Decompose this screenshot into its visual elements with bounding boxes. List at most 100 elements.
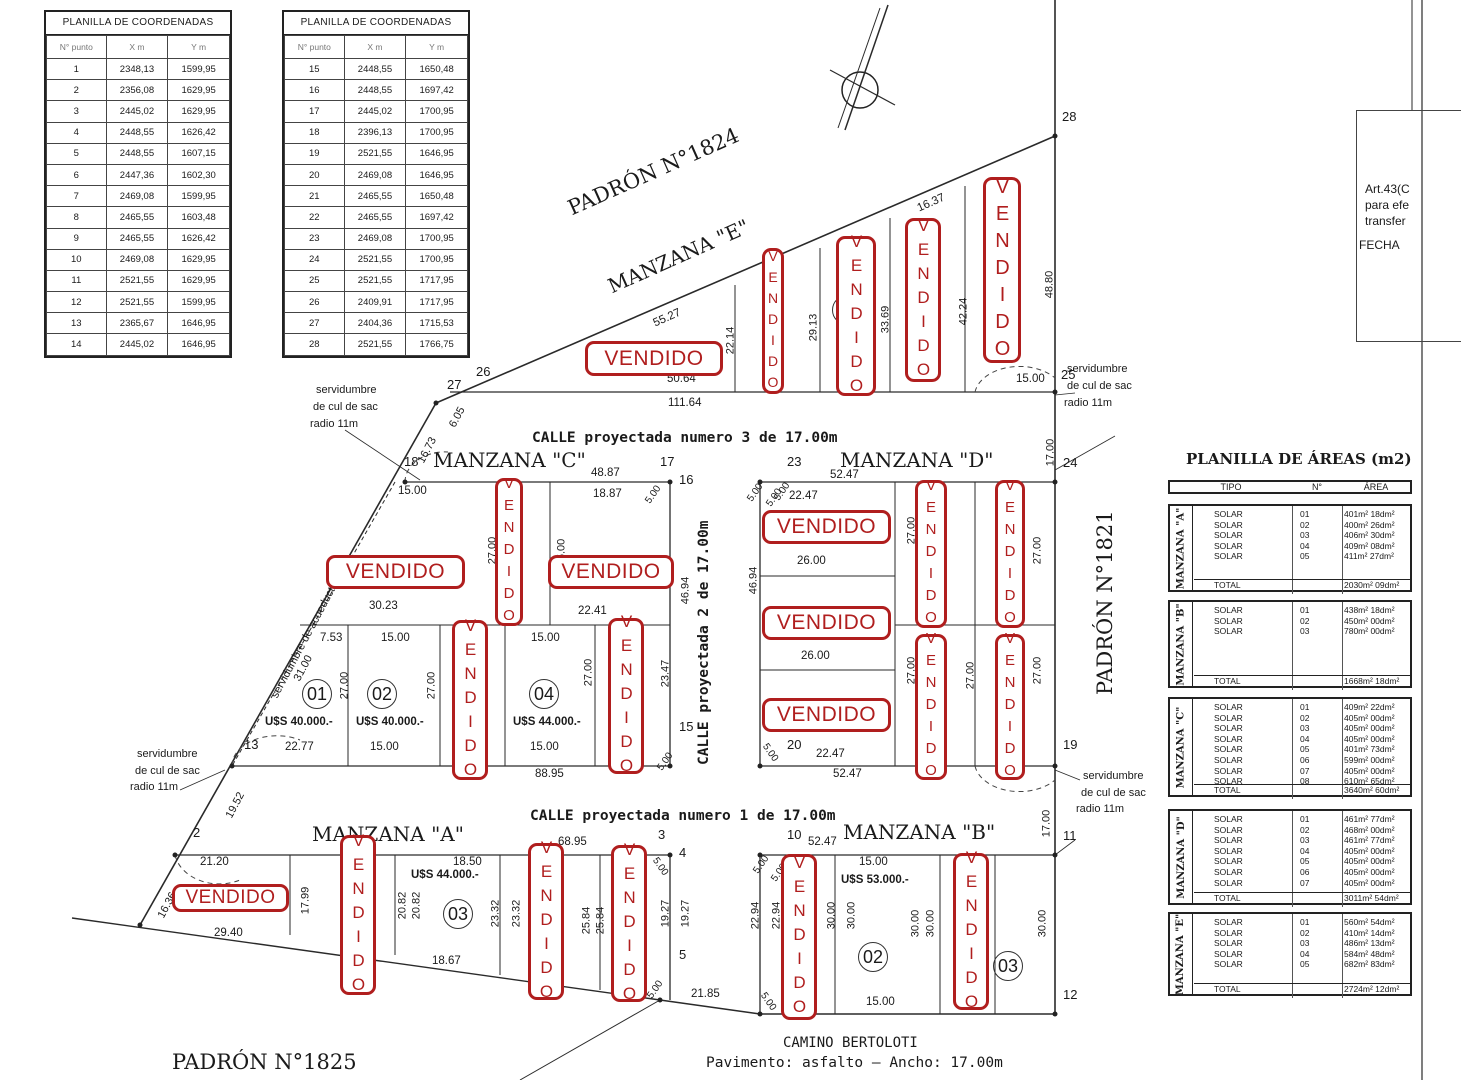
table-cell: 2445,02 — [105, 100, 169, 123]
col-header: ÁREA — [1363, 482, 1389, 492]
areas-total-label: TOTAL — [1214, 580, 1241, 590]
table-cell: SOLAR — [1214, 917, 1243, 927]
dimension-label: 27.00 — [338, 671, 351, 700]
table-cell: 2396,13 — [343, 121, 407, 144]
dimension-label: 21.20 — [200, 856, 229, 868]
lot-number: 01 — [302, 679, 332, 709]
table-cell: 06 — [1300, 867, 1310, 877]
table-cell: 405m² 00dm² — [1344, 845, 1395, 856]
table-cell: 1629,95 — [167, 248, 230, 271]
table-cell: SOLAR — [1214, 765, 1243, 776]
table-cell: 04 — [1300, 540, 1310, 551]
table-cell: 02 — [1300, 927, 1310, 938]
table-cell: 03 — [1300, 530, 1310, 541]
lot-number: 02 — [367, 679, 397, 709]
servidumbre-note: de cul de sac — [135, 765, 200, 777]
table-cell: 02 — [1300, 519, 1310, 530]
table-cell: 04 — [1300, 845, 1310, 856]
col-header: Y m — [405, 35, 468, 59]
col-header: X m — [343, 35, 407, 59]
areas-total-value: 2724m² 12dm² — [1344, 984, 1400, 994]
areas-manzana-text: MANZANA "C" — [1175, 706, 1187, 788]
sold-stamp: VENDIDO — [452, 616, 488, 784]
dimension-label: 15.00 — [859, 856, 888, 868]
areas-column-divider — [1292, 811, 1293, 907]
point-label: 11 — [1063, 828, 1077, 843]
dimension-label: 30.23 — [369, 600, 398, 612]
table-cell: 01 — [1300, 814, 1310, 824]
dimension-label: 20.82 — [396, 891, 409, 920]
table-cell: 2448,55 — [105, 142, 169, 165]
lot-price: U$S 44.000.- — [411, 869, 479, 881]
dimension-label: 18.67 — [432, 955, 461, 967]
servidumbre-note: servidumbre — [1083, 770, 1144, 782]
sold-stamp-text: VENDIDO — [617, 612, 636, 780]
manzana-d-label: MANZANA "D" — [840, 448, 994, 472]
table-cell: SOLAR — [1214, 959, 1243, 970]
servidumbre-note: de cul de sac — [1067, 380, 1132, 392]
table-cell: 23 — [284, 227, 345, 250]
point-label: 19 — [1063, 737, 1078, 752]
areas-total-value: 2030m² 09dm² — [1344, 580, 1400, 590]
table-cell: SOLAR — [1214, 712, 1243, 723]
table-cell: 1700,95 — [405, 227, 468, 250]
point-label: 4 — [679, 845, 687, 860]
table-cell: 07 — [1300, 877, 1310, 888]
sold-stamp-text: VENDIDO — [991, 175, 1014, 365]
servidumbre-note: radio 11m — [130, 781, 179, 793]
padron-1825-label: PADRÓN N°1825 — [172, 1050, 357, 1074]
table-cell: 2465,55 — [105, 227, 169, 250]
sold-stamp-text: VENDIDO — [345, 560, 446, 583]
table-cell: 1766,75 — [405, 333, 468, 356]
table-cell: 405m² 00dm² — [1344, 733, 1395, 744]
dimension-label: 23.32 — [510, 899, 523, 928]
sold-stamp: VENDIDO — [905, 216, 941, 384]
table-cell: 1603,48 — [167, 206, 230, 229]
coordinates-table-title: PLANILLA DE COORDENADAS — [284, 12, 468, 35]
sold-stamp-text: VENDIDO — [1001, 630, 1019, 784]
col-header: TIPO — [1220, 482, 1242, 492]
sold-stamp-text: VENDIDO — [500, 475, 518, 629]
table-cell: 2448,55 — [105, 121, 169, 144]
table-cell: 1697,42 — [405, 79, 468, 102]
point-label: 20 — [787, 737, 802, 752]
areas-total-value: 1668m² 18dm² — [1344, 676, 1400, 686]
table-cell: SOLAR — [1214, 927, 1243, 938]
table-cell: 2409,91 — [343, 291, 407, 314]
table-cell: SOLAR — [1214, 605, 1243, 615]
areas-manzana-text: MANZANA "E" — [1175, 913, 1187, 995]
point-label: 28 — [1062, 109, 1077, 124]
point-label: 3 — [658, 827, 666, 842]
dimension-label: 15.00 — [370, 741, 399, 753]
lot-price: U$S 40.000.- — [265, 716, 333, 728]
table-cell: 1646,95 — [167, 312, 230, 335]
table-cell: 2 — [46, 79, 107, 102]
table-cell: 409m² 08dm² — [1344, 540, 1395, 551]
dimension-label: 19.27 — [679, 899, 692, 928]
table-cell: 01 — [1300, 702, 1310, 712]
table-cell: SOLAR — [1214, 877, 1243, 888]
dimension-label: 27.00 — [1031, 536, 1044, 565]
table-cell: 14 — [46, 333, 107, 356]
point-label: 23 — [787, 454, 802, 469]
table-cell: 9 — [46, 227, 107, 250]
table-cell: 1 — [46, 57, 107, 81]
lot-number: 02 — [858, 942, 888, 972]
table-cell: SOLAR — [1214, 733, 1243, 744]
dimension-label: 15.00 — [381, 632, 410, 644]
sold-stamp: VENDIDO — [548, 555, 674, 589]
table-cell: 07 — [1300, 765, 1310, 776]
table-cell: 08 — [1300, 776, 1310, 787]
table-cell: 13 — [46, 312, 107, 335]
lot-price: U$S 40.000.- — [356, 716, 424, 728]
table-cell: 2521,55 — [105, 269, 169, 293]
